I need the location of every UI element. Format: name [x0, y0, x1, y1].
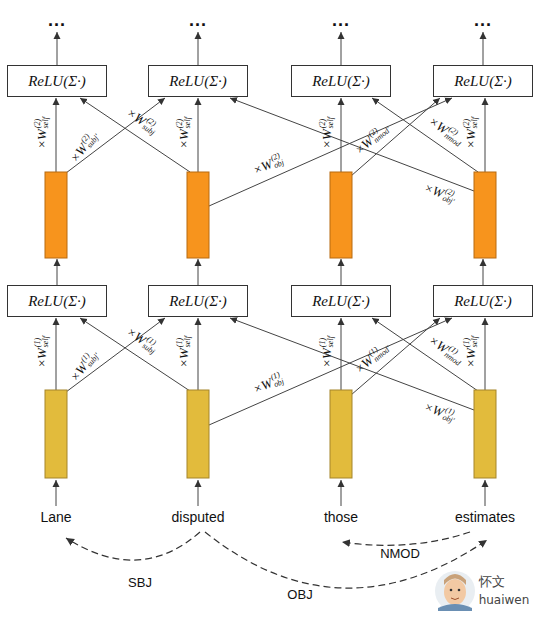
layer-index: (1) — [463, 336, 471, 347]
relu-box: ReLU(Σ·) — [291, 65, 391, 97]
relu-text: ReLU(Σ·) — [312, 293, 370, 310]
weight-symbol: ×W — [463, 129, 479, 149]
weight-symbol: ×W — [319, 129, 335, 149]
weight-label: ×W(2)self — [463, 117, 479, 149]
relation-index: self — [327, 117, 335, 128]
weight-indices: (1)self — [319, 336, 335, 347]
relation-index: obj — [273, 378, 286, 389]
layer-index: (2) — [319, 117, 327, 128]
weight-label: ×W(2)subj — [123, 105, 160, 137]
dependency-label: SBJ — [128, 575, 152, 590]
relation-index: self — [42, 336, 50, 347]
weight-label: ×W(2)subj' — [67, 128, 102, 166]
watermark: huaiwen — [479, 593, 530, 607]
relu-box: ReLU(Σ·) — [7, 285, 107, 317]
relation-index: obj' — [441, 414, 455, 426]
relu-box: ReLU(Σ·) — [433, 285, 533, 317]
relation-index: self — [327, 336, 335, 347]
ellipsis: ... — [189, 10, 207, 31]
weight-symbol: ×W — [176, 348, 192, 368]
ellipsis: ... — [474, 10, 492, 31]
watermark: 怀文 — [479, 573, 505, 591]
relation-index: obj' — [441, 195, 455, 207]
relation-index: self — [184, 336, 192, 347]
input-word: those — [324, 509, 358, 525]
relu-text: ReLU(Σ·) — [28, 293, 86, 310]
weight-symbol: ×W — [463, 348, 479, 368]
layer-index: (1) — [34, 336, 42, 347]
weight-indices: (2)self — [319, 117, 335, 128]
layer-index: (2) — [463, 117, 471, 128]
relu-text: ReLU(Σ·) — [28, 73, 86, 90]
weight-indices: (2)self — [34, 117, 50, 128]
relu-box: ReLU(Σ·) — [433, 65, 533, 97]
weight-symbol: ×W — [34, 348, 50, 368]
relu-text: ReLU(Σ·) — [454, 293, 512, 310]
ellipsis: ... — [48, 10, 66, 31]
relation-index: obj — [273, 159, 286, 170]
weight-symbol: ×W — [34, 129, 50, 149]
relu-box: ReLU(Σ·) — [291, 285, 391, 317]
weight-indices: (2)self — [463, 117, 479, 128]
weight-label: ×W(2)obj' — [422, 180, 458, 207]
weight-label: ×W(1)nmod — [426, 332, 467, 367]
weight-label: ×W(1)self — [319, 336, 335, 368]
weight-label: ×W(1)subj' — [67, 347, 102, 385]
input-word: estimates — [455, 509, 515, 525]
weight-label: ×W(2)nmod — [426, 113, 467, 148]
weight-indices: (1)self — [176, 336, 192, 347]
relu-text: ReLU(Σ·) — [312, 73, 370, 90]
relu-box: ReLU(Σ·) — [148, 285, 248, 317]
relation-index: self — [471, 336, 479, 347]
weight-label: ×W(1)subj — [123, 324, 160, 356]
layer-index: (1) — [319, 336, 327, 347]
input-word: disputed — [172, 509, 225, 525]
weight-label: ×W(2)self — [176, 117, 192, 149]
ellipsis: ... — [332, 10, 350, 31]
relu-box: ReLU(Σ·) — [7, 65, 107, 97]
relation-index: self — [42, 117, 50, 128]
layer-index: (2) — [176, 117, 184, 128]
relu-text: ReLU(Σ·) — [169, 73, 227, 90]
layer-index: (1) — [176, 336, 184, 347]
layer-index: (2) — [34, 117, 42, 128]
weight-label: ×W(2)self — [34, 117, 50, 149]
weight-symbol: ×W — [319, 348, 335, 368]
weight-symbol: ×W — [176, 129, 192, 149]
weight-indices: (2)self — [176, 117, 192, 128]
weight-label: ×W(1)self — [176, 336, 192, 368]
input-word: Lane — [40, 509, 71, 525]
weight-indices: (1)self — [34, 336, 50, 347]
weight-label: ×W(2)self — [319, 117, 335, 149]
dependency-label: NMOD — [380, 546, 420, 561]
relation-index: self — [184, 117, 192, 128]
weight-label: ×W(1)obj' — [422, 399, 458, 426]
relu-box: ReLU(Σ·) — [148, 65, 248, 97]
weight-indices: (1)self — [463, 336, 479, 347]
relation-index: self — [471, 117, 479, 128]
dependency-label: OBJ — [287, 587, 312, 602]
weight-label: ×W(1)self — [463, 336, 479, 368]
weight-label: ×W(1)self — [34, 336, 50, 368]
relu-text: ReLU(Σ·) — [454, 73, 512, 90]
relu-text: ReLU(Σ·) — [169, 293, 227, 310]
